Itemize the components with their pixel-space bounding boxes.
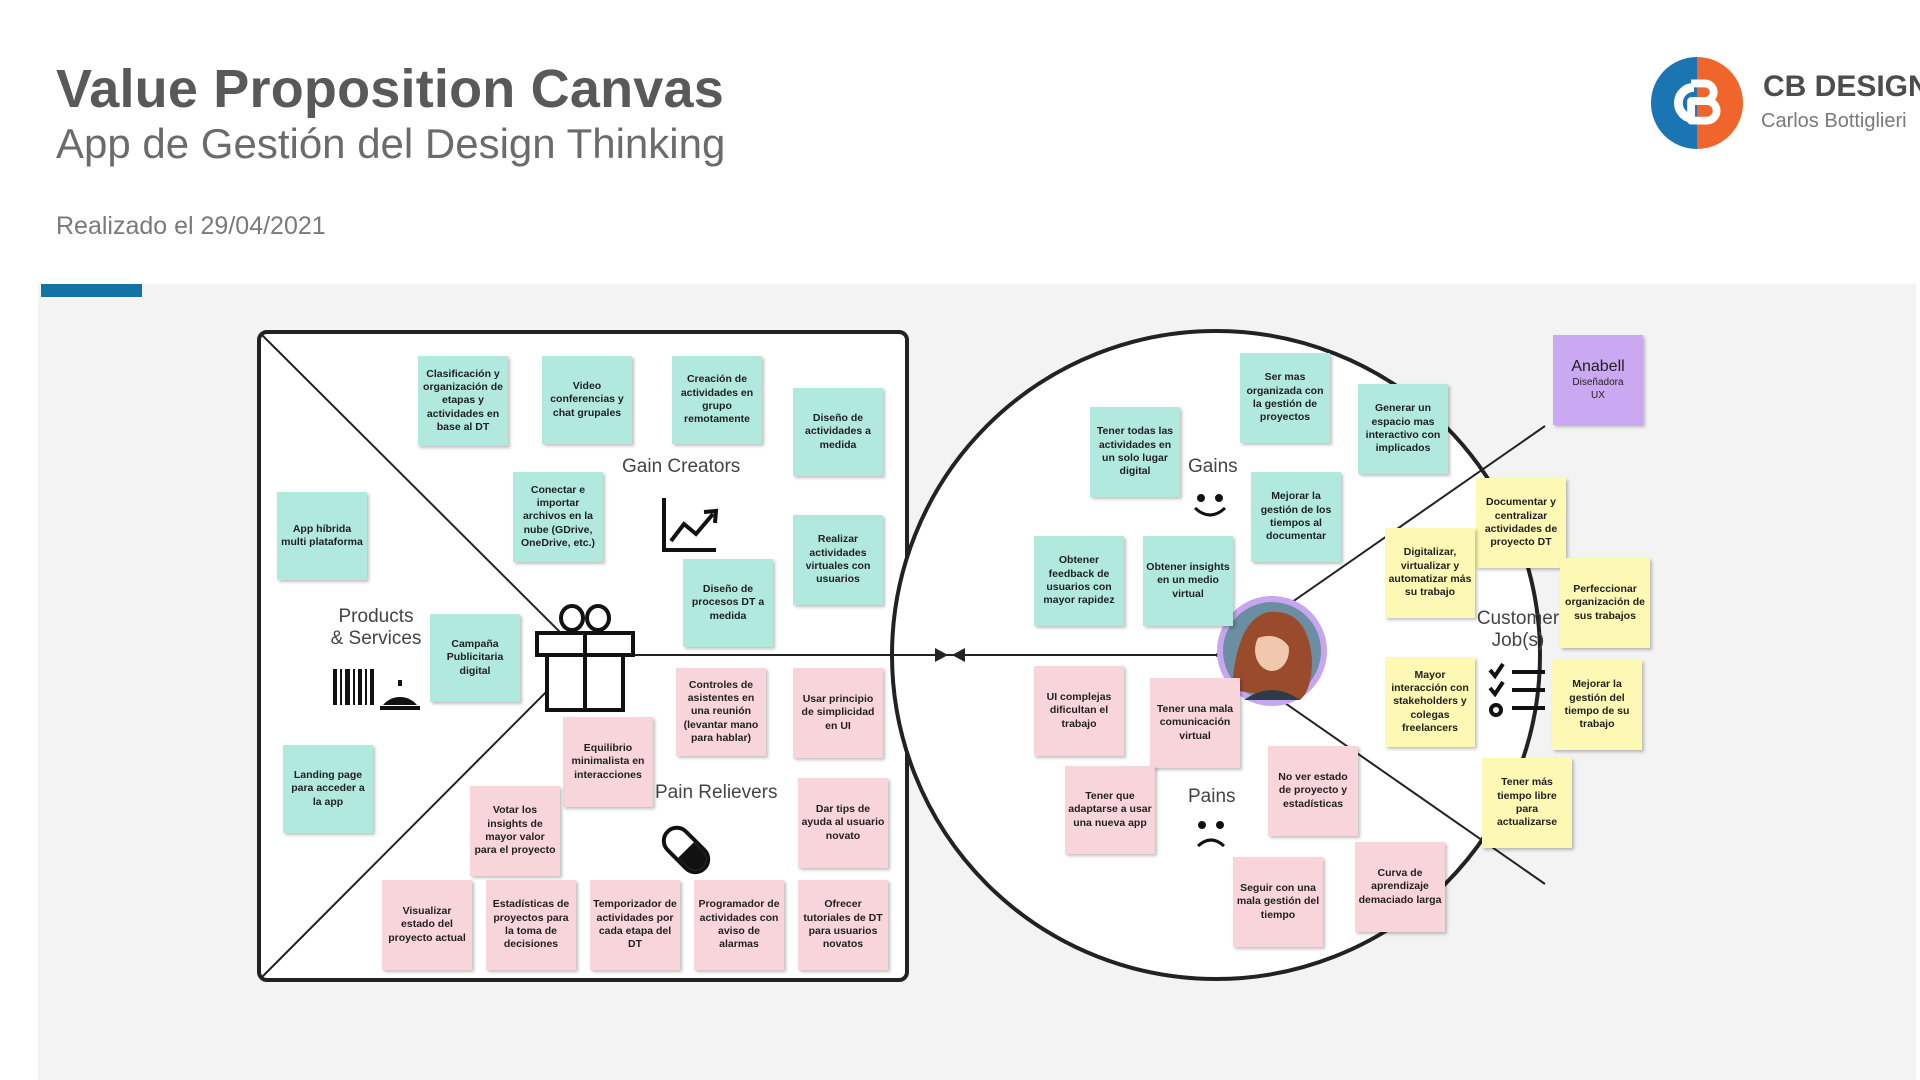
sticky-note-gain[interactable]: Generar un espacio mas interactivo con i… [1358,384,1448,474]
sticky-note-pain[interactable]: Curva de aprendizaje demaciado larga [1355,842,1445,932]
sticky-note-pain-reliever[interactable]: Estadísticas de proyectos para la toma d… [486,880,576,970]
sticky-note-gain[interactable]: Obtener insights en un medio virtual [1143,536,1233,626]
fit-arrow-head-right [935,648,948,662]
persona-role-line2: UX [1591,390,1605,402]
sticky-note-gain[interactable]: Tener todas las actividades en un solo l… [1090,407,1180,497]
sticky-note-product[interactable]: App híbrida multi plataforma [277,492,367,580]
barcode-bell-icon [333,669,420,710]
persona-role-line1: Diseñadora [1572,377,1624,389]
page-title: Value Proposition Canvas [56,59,724,119]
products-services-label: Products & Services [330,606,422,650]
sticky-note-job[interactable]: Mayor interacción con stakeholders y col… [1385,657,1475,747]
brand-author: Carlos Bottiglieri [1761,110,1907,132]
smile-icon [1193,494,1227,517]
pill-icon [661,825,711,875]
cb-logo-icon [1650,56,1744,150]
sticky-note-job[interactable]: Tener más tiempo libre para actualizarse [1482,758,1572,848]
sticky-note-job[interactable]: Digitalizar, virtualizar y automatizar m… [1385,528,1475,618]
sticky-note-gain-creator[interactable]: Diseño de actividades a medida [793,388,883,476]
sticky-note-gain-creator[interactable]: Diseño de procesos DT a medida [683,559,773,647]
sticky-note-gain-creator[interactable]: Video conferencias y chat grupales [542,356,632,444]
sticky-note-gain[interactable]: Ser mas organizada con la gestión de pro… [1240,353,1330,443]
sticky-note-pain[interactable]: Tener una mala comunicación virtual [1150,678,1240,768]
sticky-note-pain-reliever[interactable]: Dar tips de ayuda al usuario novato [798,778,888,868]
chart-trend-icon [662,498,719,552]
gift-icon [535,604,635,712]
sticky-note-pain[interactable]: Seguir con una mala gestión del tiempo [1233,857,1323,947]
gain-creators-label: Gain Creators [622,456,741,477]
sticky-note-job[interactable]: Perfeccionar organización de sus trabajo… [1560,558,1650,648]
fit-arrow-head-left [952,648,965,662]
accent-bar [41,284,142,297]
sticky-note-pain-reliever[interactable]: Temporizador de actividades por cada eta… [590,880,680,970]
pain-relievers-label: Pain Relievers [655,782,778,803]
brand-name: CB DESIGN [1763,70,1920,103]
sad-face-icon [1196,821,1226,848]
value-map-diagonal-top [260,333,584,656]
products-label-line1: Products [338,606,414,627]
customer-jobs-label: Customer Job(s) [1468,608,1568,652]
sticky-note-pain-reliever[interactable]: Ofrecer tutoriales de DT para usuarios n… [798,880,888,970]
sticky-note-gain-creator[interactable]: Conectar e importar archivos en la nube … [513,472,603,562]
sticky-note-pain-reliever[interactable]: Usar principio de simplicidad en UI [793,668,883,758]
sticky-note-pain-reliever[interactable]: Programador de actividades con aviso de … [694,880,784,970]
sticky-note-job[interactable]: Mejorar la gestión del tiempo de su trab… [1552,660,1642,750]
sticky-note-pain-reliever[interactable]: Controles de asistentes en una reunión (… [676,668,766,756]
jobs-label-line1: Customer [1476,608,1560,629]
sticky-note-job[interactable]: Documentar y centralizar actividades de … [1476,478,1566,568]
date-label: Realizado el 29/04/2021 [56,212,326,240]
page-subtitle: App de Gestión del Design Thinking [56,120,726,167]
pains-label: Pains [1188,786,1236,807]
gains-label: Gains [1188,456,1238,477]
sticky-note-pain[interactable]: Tener que adaptarse a usar una nueva app [1065,766,1155,854]
sticky-note-gain-creator[interactable]: Creación de actividades en grupo remotam… [672,356,762,444]
sticky-note-gain[interactable]: Obtener feedback de usuarios con mayor r… [1034,536,1124,626]
jobs-label-line2: Job(s) [1491,629,1545,651]
sticky-note-pain-reliever[interactable]: Visualizar estado del proyecto actual [382,880,472,970]
sticky-note-pain-reliever[interactable]: Votar los insights de mayor valor para e… [470,786,560,876]
value-map-diagonal-bottom [260,654,584,979]
checklist-icon [1488,662,1545,717]
sticky-note-product[interactable]: Landing page para acceder a la app [283,745,373,833]
sticky-note-product[interactable]: Campaña Publicitaria digital [430,614,520,702]
avatar [1217,596,1327,706]
sticky-note-pain-reliever[interactable]: Equilibrio minimalista en interacciones [563,717,653,807]
persona-card[interactable]: Anabell Diseñadora UX [1553,335,1643,425]
sticky-note-pain[interactable]: UI complejas dificultan el trabajo [1034,666,1124,756]
sticky-note-pain[interactable]: No ver estado de proyecto y estadísticas [1268,746,1358,836]
sticky-note-gain-creator[interactable]: Clasificación y organización de etapas y… [418,356,508,446]
sticky-note-gain-creator[interactable]: Realizar actividades virtuales con usuar… [793,515,883,605]
persona-name: Anabell [1571,358,1625,376]
products-label-line2: & Services [330,627,422,649]
sticky-note-gain[interactable]: Mejorar la gestión de los tiempos al doc… [1251,472,1341,562]
